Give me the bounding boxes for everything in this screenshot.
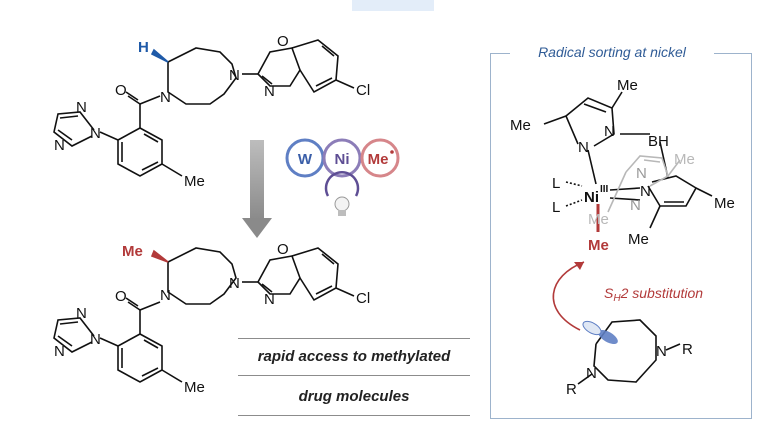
- cl-label-bottom: Cl: [356, 290, 370, 307]
- nickel-oxidation: III: [600, 184, 609, 195]
- caption-line2: drug molecules: [298, 388, 410, 405]
- nickel-label: Ni: [584, 189, 599, 206]
- boron-h: BH: [648, 133, 669, 150]
- diazepane-n-left-radical: N: [586, 365, 597, 382]
- complex-me-red: Me: [588, 237, 609, 254]
- carbonyl-o: O: [115, 82, 127, 99]
- oxazole-n: N: [264, 83, 275, 100]
- complex-n2: N: [578, 139, 589, 156]
- sh2-label: SH2 substitution: [604, 285, 703, 304]
- diazepane-n-right: N: [229, 67, 240, 84]
- catalysis-cycles: [285, 138, 400, 178]
- complex-me-gray1: Me: [674, 151, 695, 168]
- oxazole-n-bottom: N: [264, 291, 275, 308]
- complex-n3: N: [636, 165, 647, 182]
- caption-rule-middle: [238, 375, 470, 376]
- complex-me-top: Me: [617, 77, 638, 94]
- diazepane-r-left: R: [566, 381, 577, 398]
- triazole-n2: N: [76, 99, 87, 116]
- diazepane-n-left: N: [160, 89, 171, 106]
- aryl-methyl: Me: [184, 173, 205, 190]
- molecule-top: [53, 39, 355, 177]
- h-label: H: [138, 39, 149, 56]
- diazepane-radical: [577, 319, 681, 385]
- panel-border-left: [490, 53, 510, 54]
- diazepane-n-left-bottom: N: [160, 287, 171, 304]
- reaction-arrow: [242, 140, 272, 238]
- complex-n5: N: [630, 197, 641, 214]
- w-label: W: [298, 151, 313, 168]
- diazepane-r-right: R: [682, 341, 693, 358]
- oxazole-o: O: [277, 33, 289, 50]
- cl-label: Cl: [356, 82, 370, 99]
- ligand-l2: L: [552, 199, 560, 216]
- radical-sorting-panel: [490, 53, 752, 419]
- oxazole-o-bottom: O: [277, 241, 289, 258]
- me-label-bottom: Me: [122, 243, 143, 260]
- complex-me-right: Me: [714, 195, 735, 212]
- complex-me-gray2: Me: [588, 211, 609, 228]
- caption-rule-top: [238, 338, 470, 339]
- diazepane-n-right-bottom: N: [229, 275, 240, 292]
- gray-pyrazole: [607, 155, 681, 213]
- me-radical-label: Me: [368, 151, 389, 168]
- nickel-complex: [543, 91, 713, 229]
- diazepane-n-right-radical: N: [656, 343, 667, 360]
- carbonyl-o-bottom: O: [115, 288, 127, 305]
- triazole-n2-bottom: N: [76, 305, 87, 322]
- sh2-arrow: [552, 261, 585, 331]
- triazole-n1: N: [90, 125, 101, 142]
- complex-me-left: Me: [510, 117, 531, 134]
- aryl-methyl-bottom: Me: [184, 379, 205, 396]
- radical-orbital-icon: [582, 320, 618, 344]
- complex-me-bottom: Me: [628, 231, 649, 248]
- panel-border-right: [714, 53, 751, 54]
- triazole-n1-bottom: N: [90, 331, 101, 348]
- top-tab: [352, 0, 434, 11]
- complex-n1: N: [604, 123, 615, 140]
- ni-label: Ni: [335, 151, 350, 168]
- caption-line1: rapid access to methylated: [257, 348, 451, 365]
- triazole-n3: N: [54, 137, 65, 154]
- triazole-n3-bottom: N: [54, 343, 65, 360]
- complex-n4: N: [640, 183, 651, 200]
- molecule-bottom: [53, 247, 355, 383]
- light-bulb-icon: [324, 171, 360, 216]
- caption-rule-bottom: [238, 415, 470, 416]
- ligand-l1: L: [552, 175, 560, 192]
- panel-title: Radical sorting at nickel: [510, 44, 714, 60]
